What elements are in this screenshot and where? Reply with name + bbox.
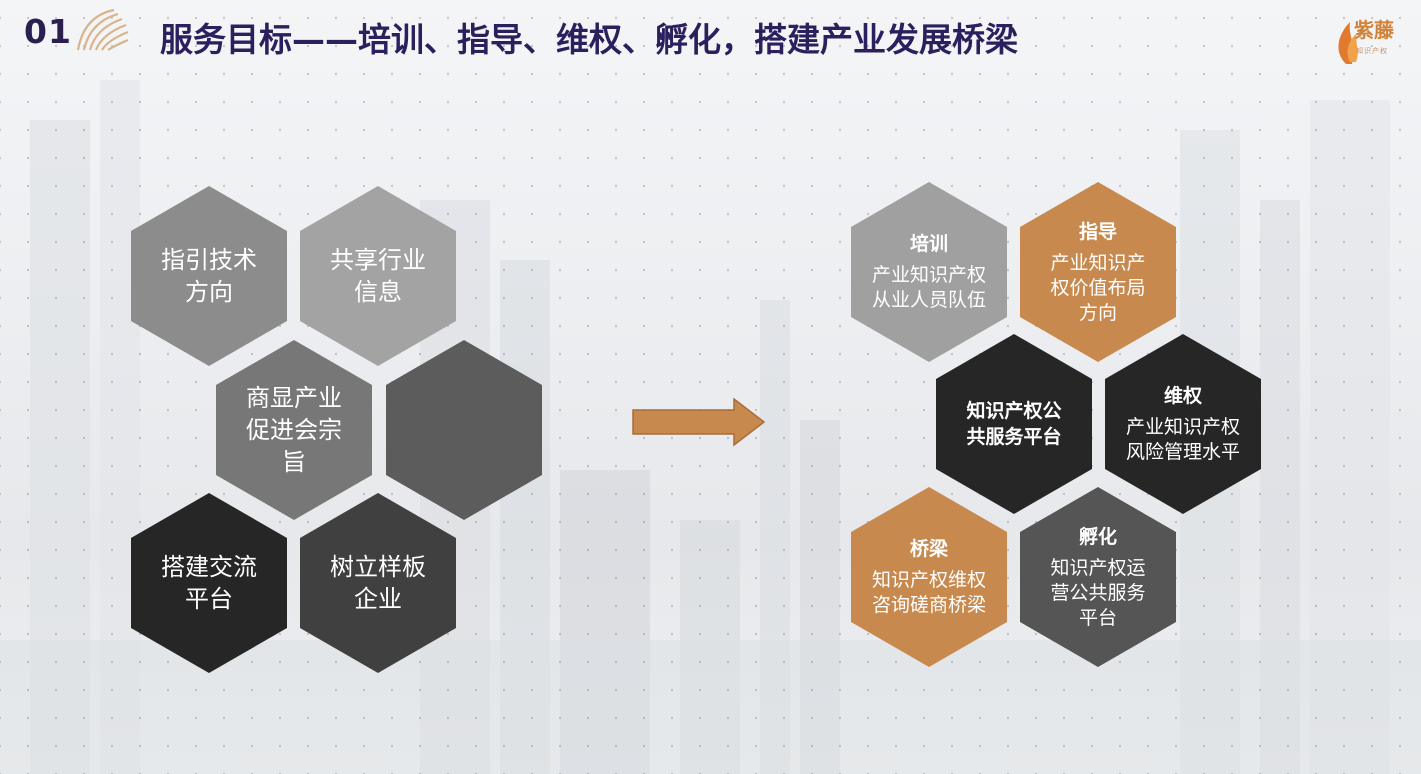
hex-public-service-center: 知识产权公共服务平台: [936, 334, 1092, 514]
hex-rights-protection: 维权 产业知识产权风险管理水平: [1105, 334, 1261, 514]
logo-text: 紫藤: [1354, 18, 1394, 42]
decorative-stripes-icon: [76, 8, 129, 51]
hex-guide-tech: 指引技术方向: [131, 186, 287, 366]
hex-guidance: 指导 产业知识产权价值布局方向: [1020, 182, 1176, 362]
hex-label: 商显产业促进会宗旨: [246, 384, 342, 476]
hex-heading: 孵化: [1078, 525, 1117, 548]
hex-empty: [386, 340, 542, 520]
hex-label: 搭建交流平台: [161, 553, 257, 613]
page-title: 服务目标——培训、指导、维权、孵化，搭建产业发展桥梁: [160, 20, 1018, 59]
flame-logo-icon: [1338, 22, 1358, 64]
hex-training: 培训 产业知识产权从业人员队伍: [851, 182, 1007, 362]
right-arrow-icon: [632, 398, 766, 447]
hex-model-enterprise: 树立样板企业: [300, 493, 456, 673]
hex-incubation: 孵化 知识产权运营公共服务平台: [1020, 487, 1176, 667]
hex-text: 产业知识产权从业人员队伍: [871, 264, 986, 311]
hex-text: 知识产权运营公共服务平台: [1050, 556, 1146, 629]
hex-build-platform: 搭建交流平台: [131, 493, 287, 673]
hex-share-info: 共享行业信息: [300, 186, 456, 366]
hex-text: 产业知识产权风险管理水平: [1125, 416, 1240, 463]
hex-text: 知识产权维权咨询磋商桥梁: [871, 569, 986, 616]
hex-label: 指引技术方向: [161, 246, 257, 306]
header: 01 服务目标——培训、指导、维权、孵化，搭建产业发展桥梁 紫藤 知识产权: [0, 0, 1421, 72]
hex-heading: 维权: [1163, 385, 1202, 407]
hex-text: 产业知识产权价值布局方向: [1050, 251, 1146, 324]
logo-subtext: 知识产权: [1356, 47, 1388, 55]
section-number: 01: [24, 12, 72, 51]
hex-heading: 桥梁: [909, 538, 948, 560]
hex-heading: 培训: [909, 233, 948, 255]
hex-association-purpose: 商显产业促进会宗旨: [216, 340, 372, 520]
hex-center-text: 知识产权公共服务平台: [966, 400, 1062, 448]
hex-bridge: 桥梁 知识产权维权咨询磋商桥梁: [851, 487, 1007, 667]
hex-label: 树立样板企业: [330, 553, 426, 613]
hex-heading: 指导: [1078, 220, 1117, 243]
hex-label: 共享行业信息: [330, 246, 426, 306]
